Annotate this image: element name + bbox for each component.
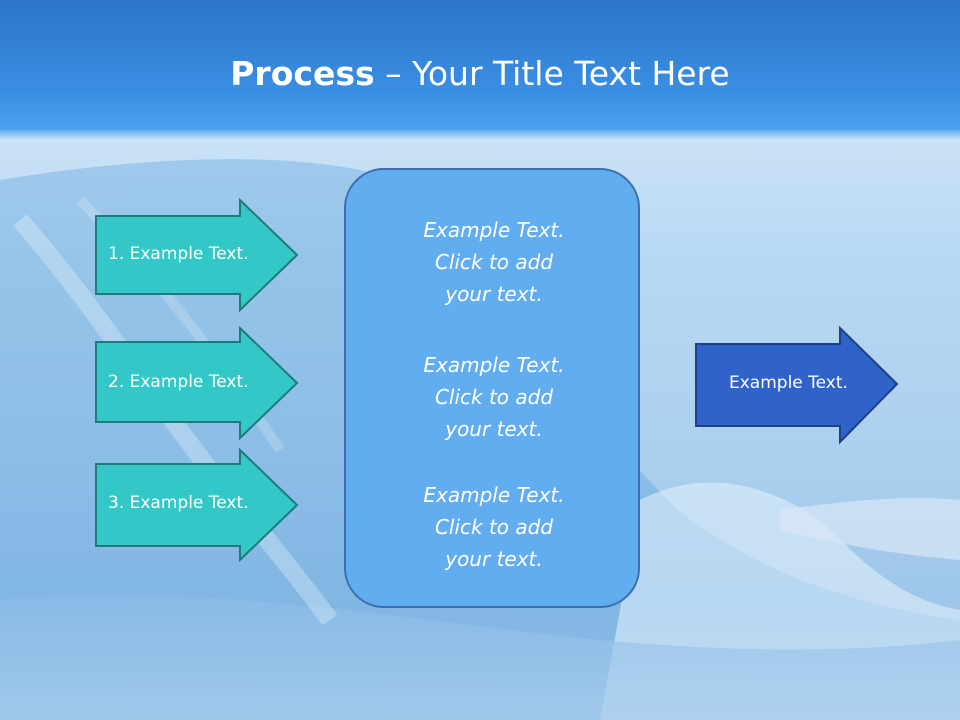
process-box[interactable]: Example Text. Click to add your text. Ex…: [344, 168, 640, 608]
input-arrow-2-label: 2. Example Text.: [108, 372, 249, 392]
input-arrow-3[interactable]: [94, 448, 300, 562]
header-band: [0, 0, 960, 130]
block-1-line-1: Example Text.: [423, 218, 565, 242]
block-1-line-3: your text.: [445, 282, 543, 306]
title-rest: – Your Title Text Here: [374, 54, 730, 93]
process-text-block-2: Example Text. Click to add your text.: [346, 349, 642, 445]
block-2-line-2: Click to add: [434, 385, 554, 409]
block-2-line-3: your text.: [445, 417, 543, 441]
input-arrow-2[interactable]: [94, 326, 300, 440]
output-arrow-label: Example Text.: [729, 373, 848, 393]
input-arrow-3-label: 3. Example Text.: [108, 493, 249, 513]
block-3-line-2: Click to add: [434, 515, 554, 539]
output-arrow[interactable]: [694, 326, 900, 446]
block-1-line-2: Click to add: [434, 250, 554, 274]
input-arrow-1[interactable]: [94, 198, 300, 312]
block-3-line-3: your text.: [445, 547, 543, 571]
process-text-block-1: Example Text. Click to add your text.: [346, 214, 642, 310]
block-3-line-1: Example Text.: [423, 483, 565, 507]
slide-title[interactable]: Process – Your Title Text Here: [0, 52, 960, 96]
block-2-line-1: Example Text.: [423, 353, 565, 377]
input-arrow-1-label: 1. Example Text.: [108, 244, 249, 264]
process-text-block-3: Example Text. Click to add your text.: [346, 479, 642, 575]
title-bold: Process: [230, 54, 375, 93]
